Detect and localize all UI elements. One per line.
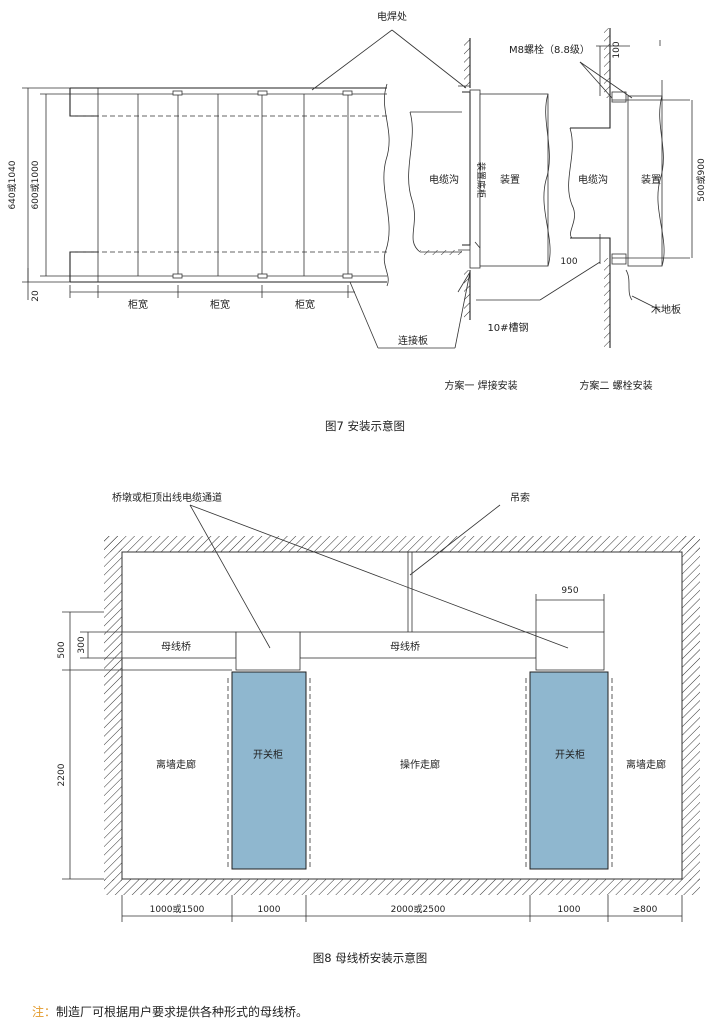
figure8: 桥墩或柜顶出线电缆通道 吊索 950 500 300 2200 母线桥 母线桥 … bbox=[57, 491, 700, 965]
label-device-1: 装置 bbox=[500, 173, 520, 186]
label-busbar-center: 母线桥 bbox=[390, 640, 420, 653]
label-cable-trench-2: 电缆沟 bbox=[578, 173, 608, 186]
dim-cabinet-width-3: 柜宽 bbox=[295, 298, 315, 311]
dim-2200: 2200 bbox=[57, 763, 67, 786]
dim-300: 300 bbox=[77, 636, 87, 653]
dim-20: 20 bbox=[31, 290, 41, 302]
label-wood-floor: 木地板 bbox=[651, 303, 681, 316]
label-hanger: 吊索 bbox=[510, 491, 530, 504]
dim-100-bottom: 100 bbox=[560, 257, 577, 267]
figure7: 电焊处 M8螺栓（8.8级） 640或1040 600或1000 20 柜宽 柜… bbox=[6, 10, 707, 433]
footnote: 注：制造厂可根据用户要求提供各种形式的母线桥。 bbox=[32, 1003, 308, 1020]
dim-cabinet-width-1: 柜宽 bbox=[128, 298, 148, 311]
label-scheme1: 方案一 焊接安装 bbox=[444, 379, 517, 392]
label-weld: 电焊处 bbox=[377, 10, 407, 23]
dim-500: 500 bbox=[57, 641, 67, 658]
scheme1-weld-section bbox=[408, 38, 551, 320]
label-channel-steel: 10#槽钢 bbox=[487, 321, 528, 334]
label-cable-trench-1: 电缆沟 bbox=[429, 173, 459, 186]
dim-bottom-3: 2000或2500 bbox=[391, 903, 446, 915]
label-switchgear-right: 开关柜 bbox=[555, 748, 585, 761]
label-switchgear-left: 开关柜 bbox=[253, 748, 283, 761]
dim-600-1000: 600或1000 bbox=[29, 160, 41, 209]
label-base-cabinet: 装置底柜 bbox=[475, 162, 487, 198]
dim-bottom-4: 1000 bbox=[558, 905, 581, 915]
dim-640-1040: 640或1040 bbox=[6, 160, 18, 209]
switchgear-right bbox=[529, 671, 609, 870]
dim-100-top: 100 bbox=[612, 41, 622, 58]
footnote-text: 制造厂可根据用户要求提供各种形式的母线桥。 bbox=[56, 1005, 309, 1019]
figure7-caption: 图7 安装示意图 bbox=[325, 419, 405, 433]
dim-bottom-2: 1000 bbox=[258, 905, 281, 915]
figure8-caption: 图8 母线桥安装示意图 bbox=[313, 951, 427, 965]
footnote-label: 注： bbox=[32, 1005, 57, 1019]
label-channel: 桥墩或柜顶出线电缆通道 bbox=[112, 491, 222, 504]
label-wall-corridor-left: 离墙走廊 bbox=[156, 758, 196, 771]
label-connector-plate: 连接板 bbox=[398, 334, 428, 347]
label-m8-bolt: M8螺栓（8.8级） bbox=[509, 43, 590, 56]
dim-500-900: 500或900 bbox=[695, 158, 707, 202]
label-wall-corridor-right: 离墙走廊 bbox=[626, 758, 666, 771]
dim-bottom-1: 1000或1500 bbox=[150, 903, 205, 915]
cabinet-row-plan bbox=[22, 29, 471, 349]
dim-bottom-5: ≥800 bbox=[633, 905, 658, 915]
label-operation-corridor: 操作走廊 bbox=[400, 758, 440, 771]
dim-cabinet-width-2: 柜宽 bbox=[210, 298, 230, 311]
label-scheme2: 方案二 螺栓安装 bbox=[579, 379, 652, 392]
scheme2-bolt-section bbox=[476, 28, 693, 348]
dim-950: 950 bbox=[561, 586, 578, 596]
label-busbar-left: 母线桥 bbox=[161, 640, 191, 653]
label-device-2: 装置 bbox=[641, 173, 661, 186]
switchgear-left bbox=[231, 671, 307, 870]
